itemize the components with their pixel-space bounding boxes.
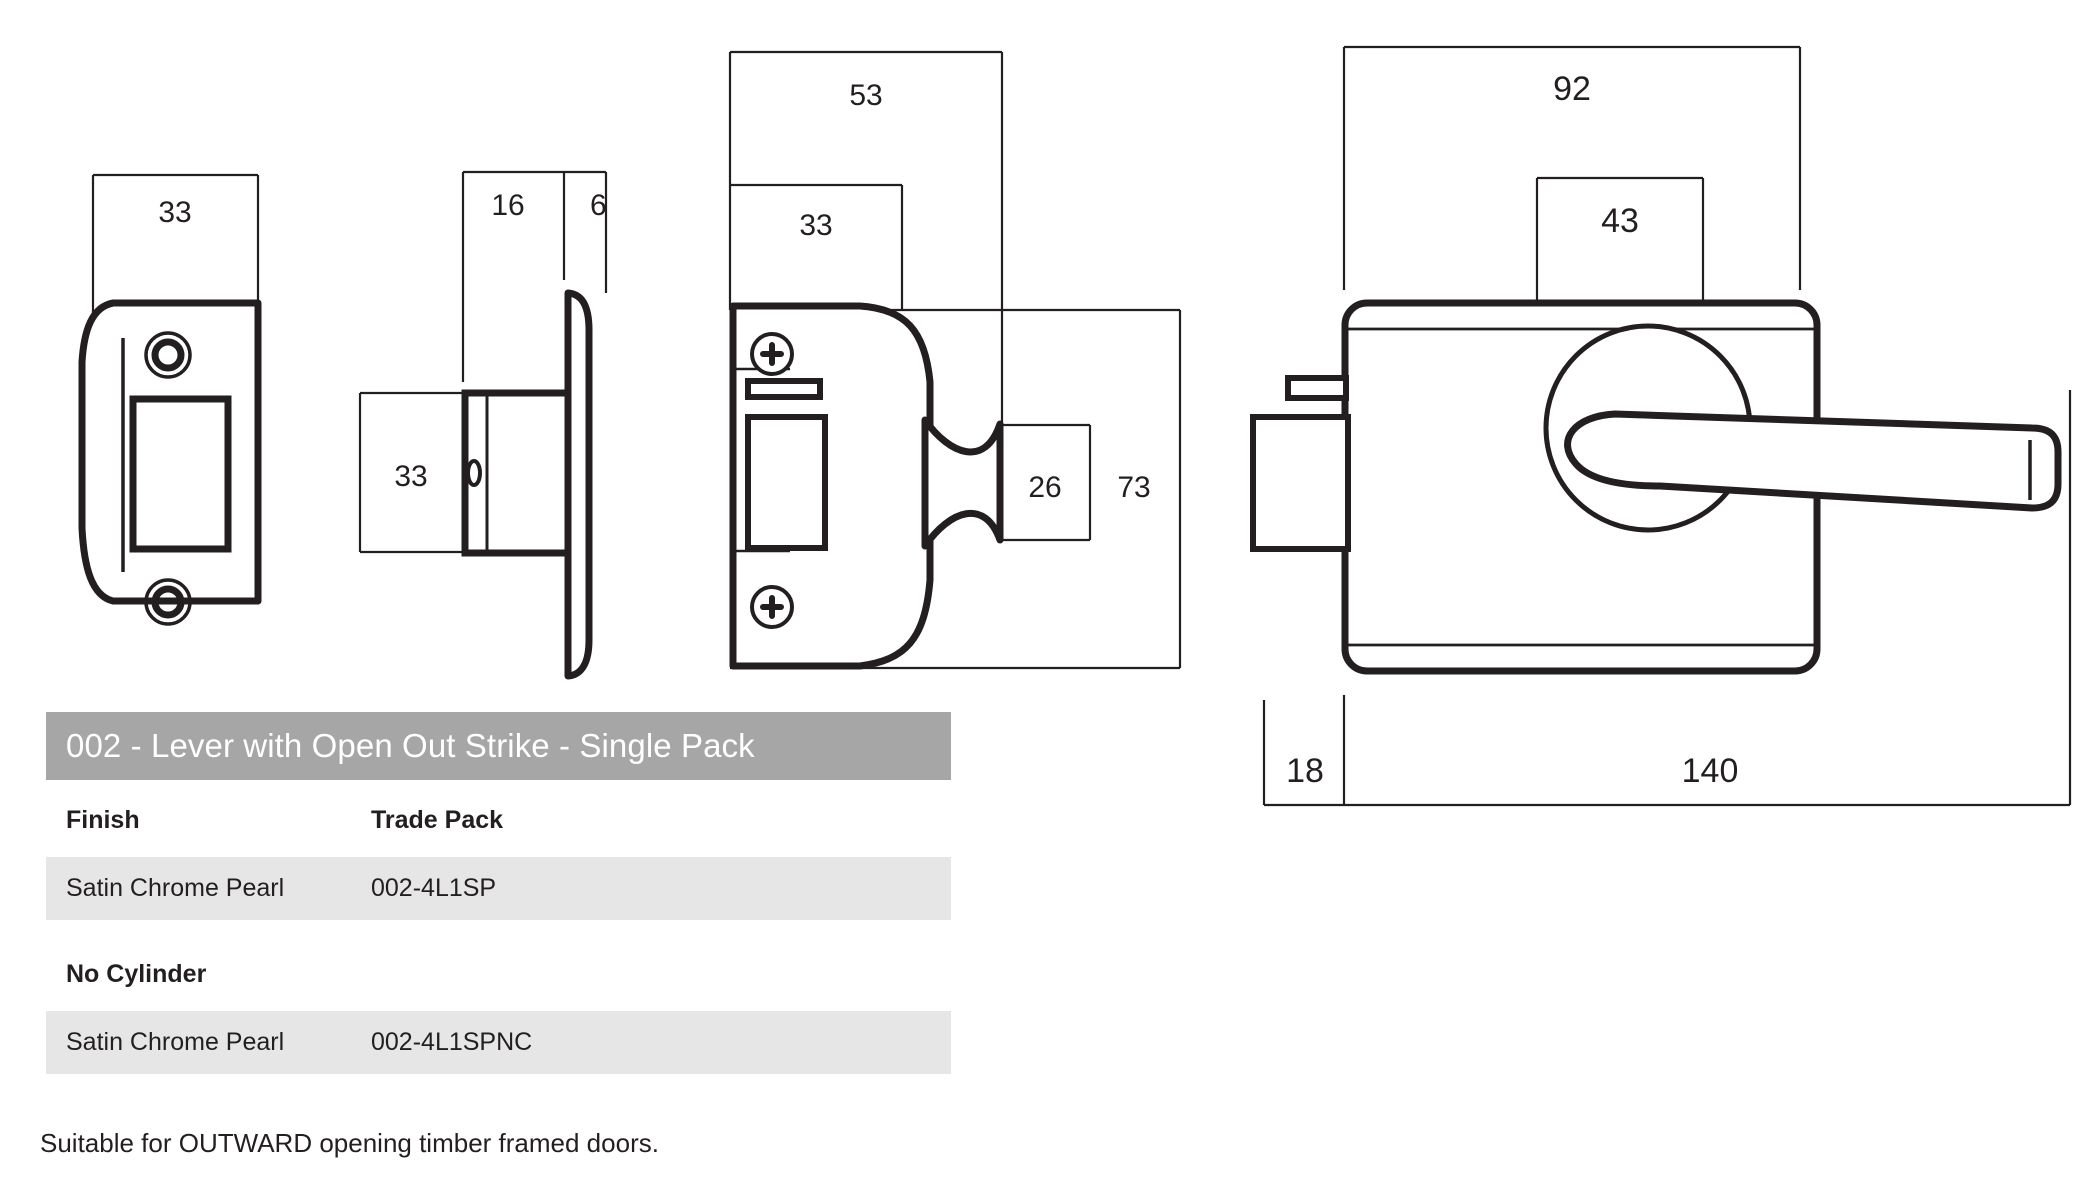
strike-front-view: 33 xyxy=(78,173,262,626)
latch-plan-view: 53 33 26 73 xyxy=(728,50,1182,670)
product-title-bar: 002 - Lever with Open Out Strike - Singl… xyxy=(46,712,951,780)
drawings-svg: 33 16 6 xyxy=(78,45,2072,807)
latch-bolt xyxy=(921,416,1004,550)
lever-body-inner-lines xyxy=(1348,327,1814,647)
product-spec-block: 002 - Lever with Open Out Strike - Singl… xyxy=(46,712,951,1074)
latch-dim-73-label: 73 xyxy=(1117,471,1150,504)
strike-side-slot xyxy=(466,459,482,487)
strike-side-faceplate xyxy=(564,289,593,680)
cell-trade-pack: 002-4L1SPNC xyxy=(351,1011,951,1074)
strike-side-dim-6-label: 6 xyxy=(590,189,607,222)
lever-spindle-tab xyxy=(1285,375,1349,401)
strike-screw-hole-top xyxy=(144,331,192,379)
table-group-row: No Cylinder xyxy=(46,934,951,1011)
suitability-note: Suitable for OUTWARD opening timber fram… xyxy=(40,1128,659,1158)
lever-dim-140-label: 140 xyxy=(1682,752,1739,790)
table-row: Satin Chrome Pearl 002-4L1SPNC xyxy=(46,1011,951,1074)
lever-dim-92 xyxy=(1342,45,1802,290)
latch-aperture xyxy=(745,414,828,551)
latch-screw-bottom xyxy=(750,585,794,629)
spec-table: Finish Trade Pack Satin Chrome Pearl 002… xyxy=(46,780,951,1074)
header-finish: Finish xyxy=(46,780,351,857)
strike-side-view: 16 6 33 xyxy=(358,170,608,680)
strike-front-dim-33 xyxy=(91,173,260,316)
latch-dim-33-label: 33 xyxy=(799,209,832,242)
latch-screw-top xyxy=(750,332,794,376)
lever-plan-view: 92 43 18 140 xyxy=(1250,45,2072,807)
cell-trade-pack: 002-4L1SP xyxy=(351,857,951,920)
table-row: Satin Chrome Pearl 002-4L1SP xyxy=(46,857,951,920)
latch-dim-53 xyxy=(728,50,1004,430)
strike-side-dim-16-label: 16 xyxy=(491,189,524,222)
latch-dim-26-label: 26 xyxy=(1028,471,1061,504)
table-header-row: Finish Trade Pack xyxy=(46,780,951,857)
latch-dim-26 xyxy=(998,423,1092,542)
strike-screw-hole-bottom xyxy=(144,578,192,626)
lever-dim-18-label: 18 xyxy=(1286,752,1324,790)
cell-finish: Satin Chrome Pearl xyxy=(46,857,351,920)
strike-side-dim-33 xyxy=(358,391,463,554)
lever-dim-43-label: 43 xyxy=(1601,202,1639,240)
lever-dim-92-label: 92 xyxy=(1553,70,1591,108)
strike-aperture xyxy=(129,395,232,553)
latch-dim-53-label: 53 xyxy=(849,79,882,112)
lever-dim-bottom-frame xyxy=(1262,390,2072,807)
latch-slot-bar xyxy=(745,378,823,400)
strike-side-dim-33-label: 33 xyxy=(394,460,427,493)
cell-group-empty xyxy=(351,934,951,1011)
cell-group-label: No Cylinder xyxy=(46,934,351,1011)
strike-side-body xyxy=(461,389,572,557)
technical-drawings-panel: 33 16 6 xyxy=(78,45,2072,807)
latch-dim-33 xyxy=(730,183,904,310)
strike-front-dim-33-label: 33 xyxy=(158,196,191,229)
lever-handle xyxy=(1564,410,2062,512)
table-spacer xyxy=(46,920,951,934)
strike-side-dim-16 xyxy=(461,170,566,382)
header-trade-pack: Trade Pack xyxy=(351,780,951,857)
cell-finish: Satin Chrome Pearl xyxy=(46,1011,351,1074)
strike-side-dim-6 xyxy=(564,170,608,293)
lever-rear-box xyxy=(1250,414,1351,552)
